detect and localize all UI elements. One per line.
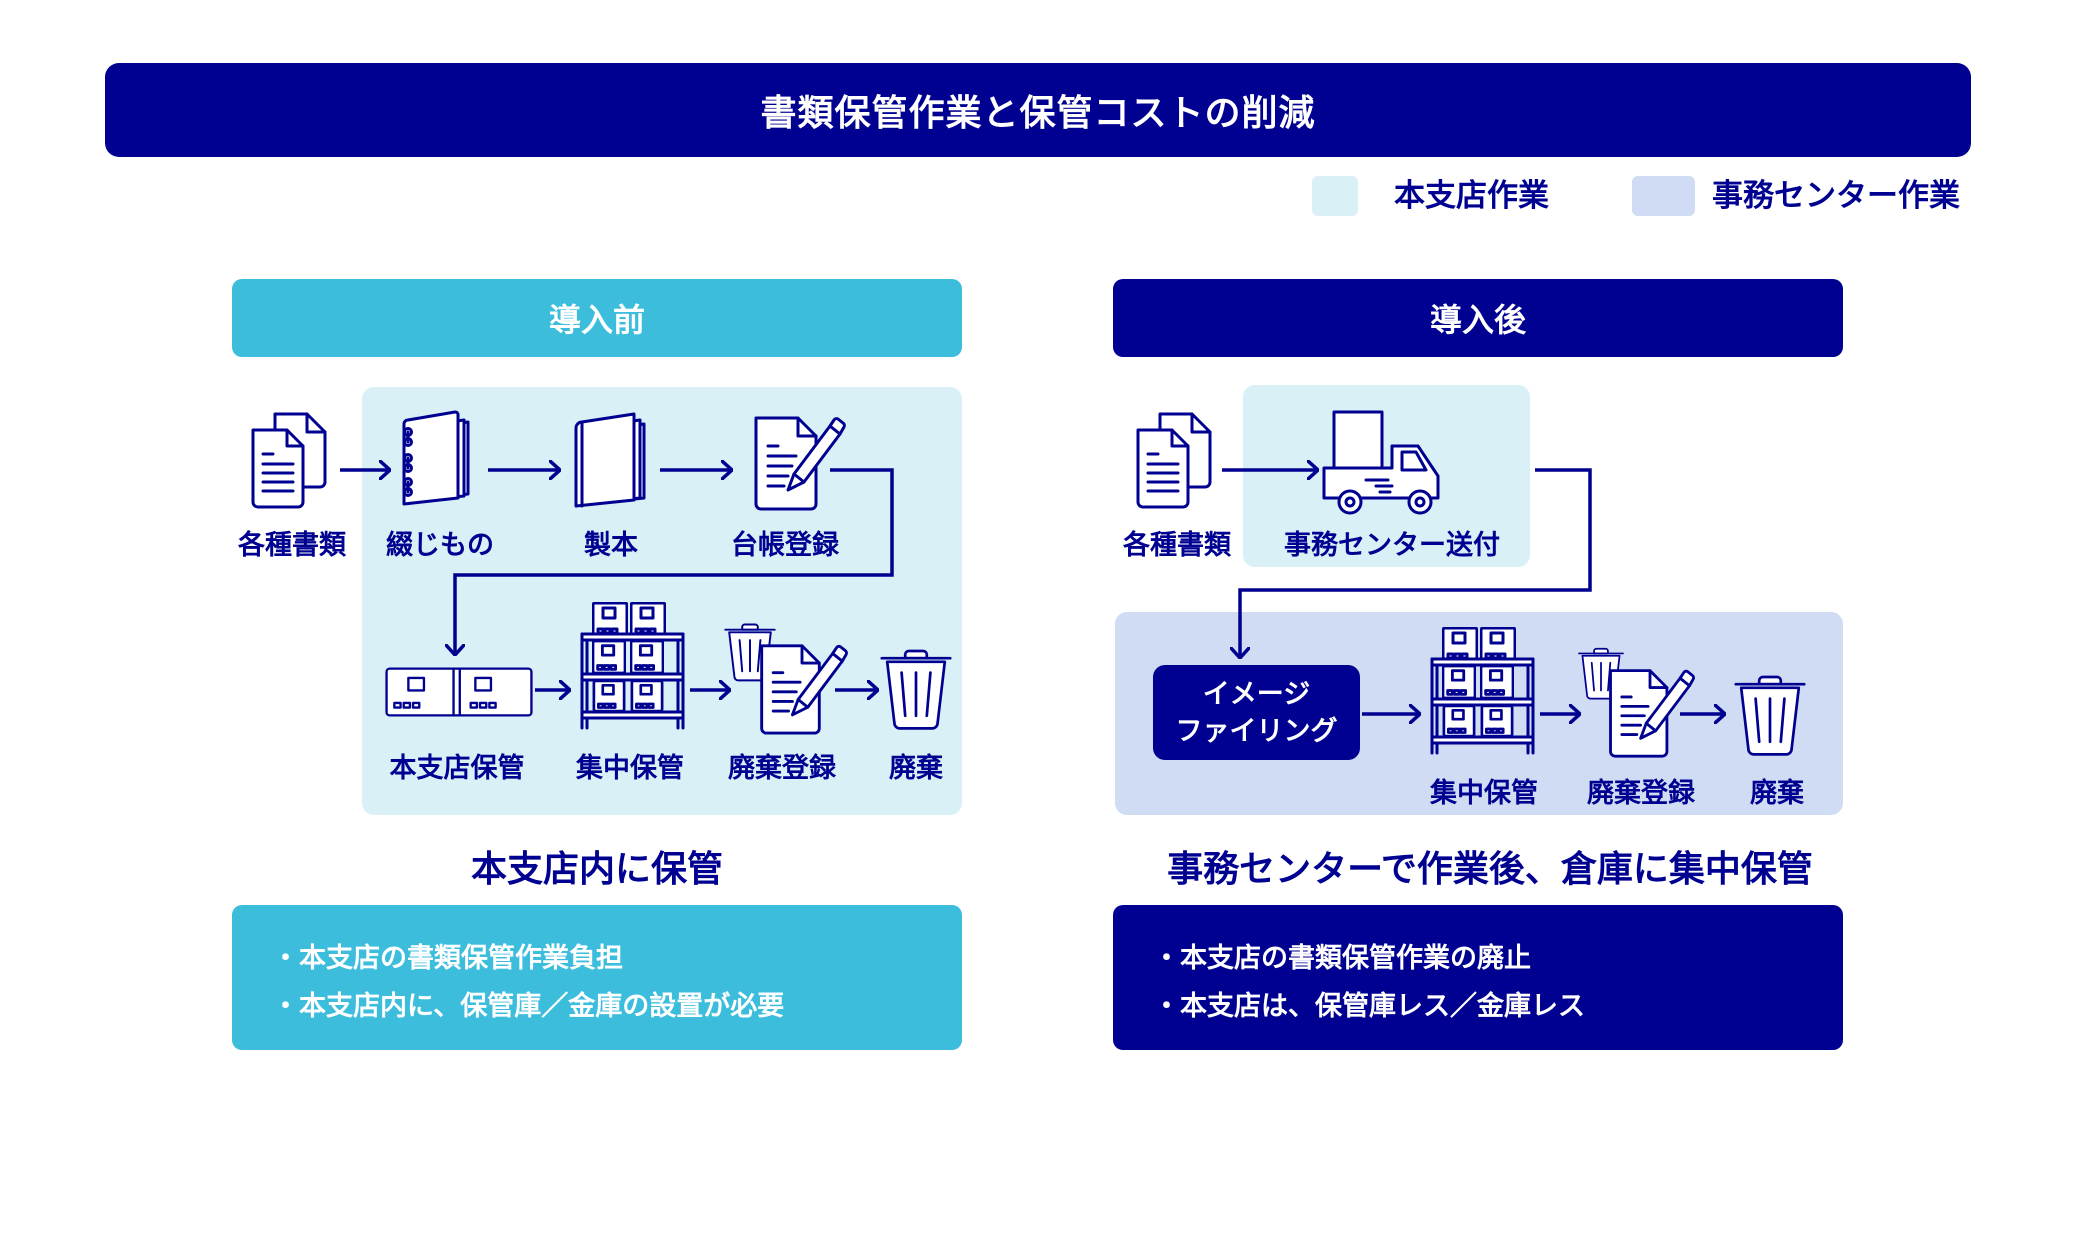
shelf-boxes-icon [1428,625,1538,755]
image-filing-box: イメージ ファイリング [1153,665,1360,760]
after-header: 導入後 [1113,279,1843,357]
before-summary-item: ・本支店内に、保管庫／金庫の設置が必要 [272,991,785,1022]
trash-icon [1734,675,1806,756]
after-label-documents: 各種書類 [1123,530,1231,561]
before-label-ledger: 台帳登録 [731,530,839,561]
truck-icon [1320,410,1460,520]
after-label-disposal: 廃棄 [1750,778,1804,809]
before-label-disposal: 廃棄 [889,753,943,784]
image-filing-line2: ファイリング [1175,715,1338,747]
documents-icon [1130,410,1220,510]
before-label-book: 製本 [584,530,638,561]
arrow-ledger-to-storage [455,468,894,655]
before-summary-box: ・本支店の書類保管作業負担 ・本支店内に、保管庫／金庫の設置が必要 [232,905,962,1050]
before-header: 導入前 [232,279,962,357]
after-summary-item: ・本支店は、保管庫レス／金庫レス [1153,991,1585,1022]
main-title: 書類保管作業と保管コストの削減 [105,63,1971,157]
after-summary-box: ・本支店の書類保管作業の廃止 ・本支店は、保管庫レス／金庫レス [1113,905,1843,1050]
before-label-central-storage: 集中保管 [576,753,684,784]
before-subtitle: 本支店内に保管 [470,849,724,890]
legend-swatch-branch [1312,176,1358,216]
legend-label-center: 事務センター作業 [1712,178,1960,214]
after-summary-item: ・本支店の書類保管作業の廃止 [1153,943,1531,974]
legend-swatch-center [1632,176,1695,216]
image-filing-line1: イメージ [1202,678,1311,710]
before-summary-item: ・本支店の書類保管作業負担 [272,943,623,974]
arrow-truck-to-filing [1240,468,1592,658]
before-label-branch-storage: 本支店保管 [389,753,525,784]
legend-label-branch: 本支店作業 [1394,178,1549,214]
disposal-register-icon [1609,669,1696,758]
after-subtitle: 事務センターで作業後、倉庫に集中保管 [1167,849,1813,890]
after-label-send-to-center: 事務センター送付 [1284,530,1500,561]
before-label-documents: 各種書類 [238,530,346,561]
after-label-central-storage: 集中保管 [1430,778,1538,809]
before-label-binder: 綴じもの [386,530,494,561]
before-label-disposal-register: 廃棄登録 [728,753,836,784]
after-label-disposal-register: 廃棄登録 [1587,778,1695,809]
